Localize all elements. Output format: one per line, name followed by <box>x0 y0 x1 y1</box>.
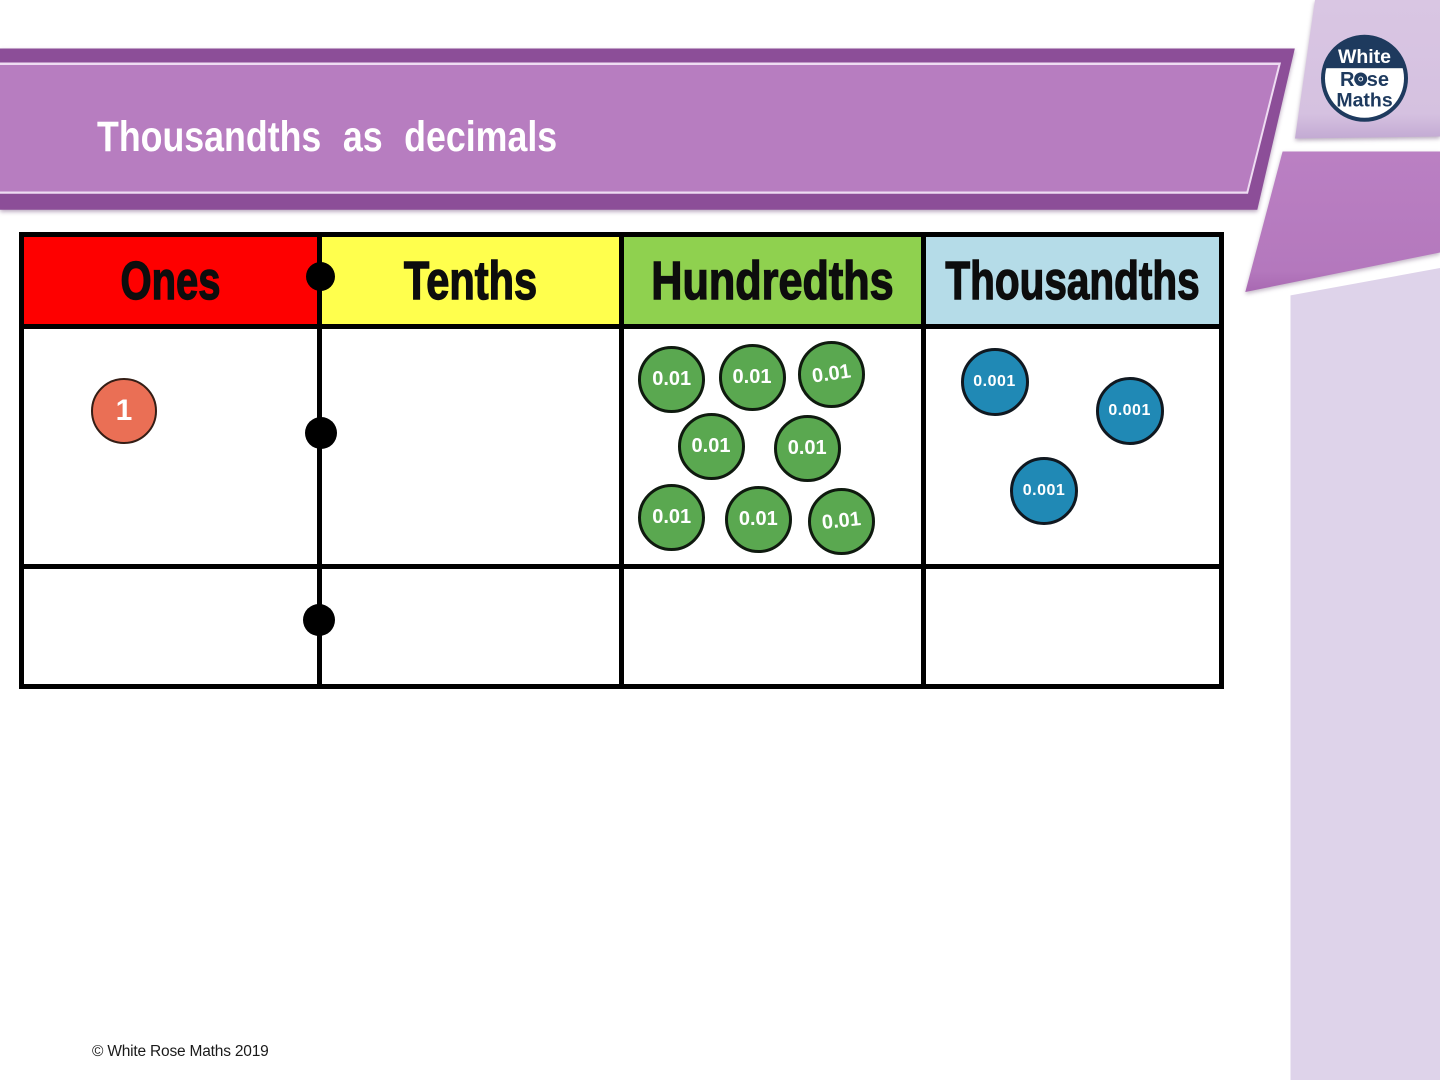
svg-text:Maths: Maths <box>1336 90 1392 112</box>
svg-text:White: White <box>1338 46 1391 68</box>
